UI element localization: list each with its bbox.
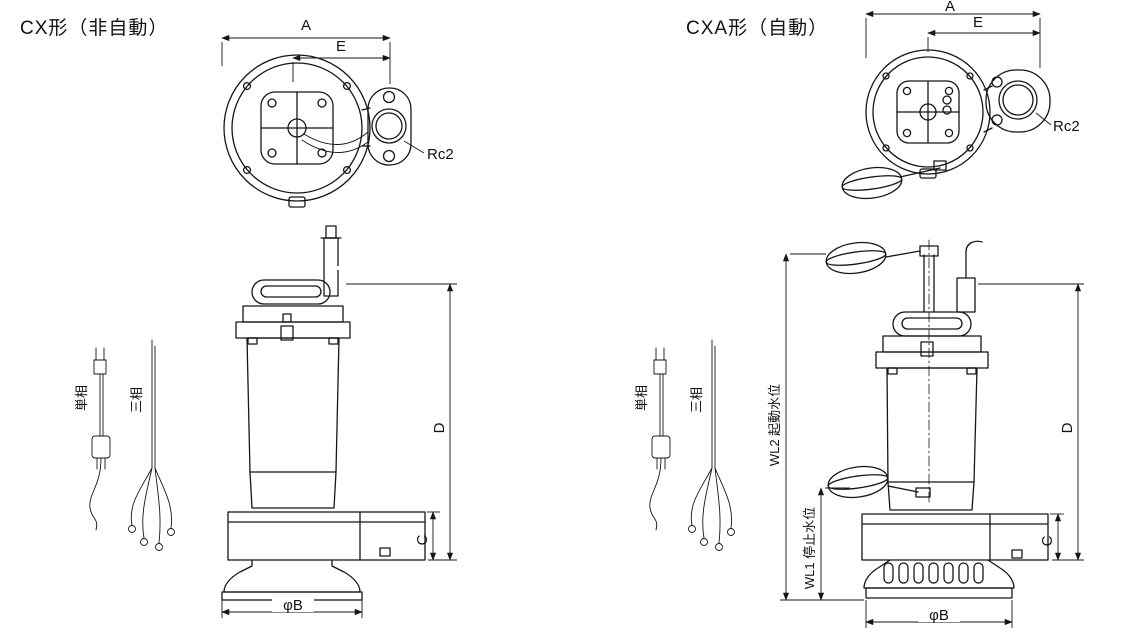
cx-top-view xyxy=(223,54,412,208)
cxa-dim-c-label: C xyxy=(1039,535,1056,546)
cxa-top-view xyxy=(841,49,1051,200)
cx-dim-e-label: E xyxy=(336,38,346,55)
cxa-wl1-label: WL1 停止水位 xyxy=(802,507,817,589)
cxa-cable-single-label: 単相 xyxy=(634,385,649,411)
cx-pump-casing xyxy=(227,511,426,561)
cxa-side-dims: WL2 起動水位 WL1 停止水位 D C φB xyxy=(767,253,1084,628)
cxa-rc2-label: Rc2 xyxy=(1053,118,1080,135)
cx-title: CX形（非自動） xyxy=(20,17,168,39)
cxa-side-view xyxy=(825,239,1049,599)
cxa-pump-casing xyxy=(861,513,1049,561)
cxa-dim-e-label: E xyxy=(973,14,983,31)
cx-dim-a-label: A xyxy=(301,17,311,34)
cxa-top-dims: A E Rc2 xyxy=(865,0,1080,135)
cxa-dim-d-label: D xyxy=(1059,422,1076,433)
cx-side-dims: D C φB xyxy=(221,283,457,618)
cxa-cable-three-label: 三相 xyxy=(689,387,704,413)
cx-side-view xyxy=(221,225,426,601)
cxa-cables xyxy=(649,339,735,551)
cx-cable-single-label: 単相 xyxy=(74,385,89,411)
cxa-title: CXA形（自動） xyxy=(686,17,828,39)
cxa-wl2-label: WL2 起動水位 xyxy=(767,384,782,466)
cx-top-dims: A E Rc2 xyxy=(221,17,454,163)
cx-discharge-flange xyxy=(367,87,412,166)
cx-cables xyxy=(89,339,175,551)
cx-rc2-label: Rc2 xyxy=(427,146,454,163)
cx-dim-d-label: D xyxy=(431,422,448,433)
cx-dim-b-label: φB xyxy=(283,597,303,614)
cx-handle xyxy=(251,279,331,305)
cx-cable-three-label: 三相 xyxy=(129,387,144,413)
cxa-discharge-flange xyxy=(985,69,1051,133)
cxa-dim-a-label: A xyxy=(945,0,955,15)
cxa-dim-b-label: φB xyxy=(929,607,949,624)
cx-dim-c-label: C xyxy=(414,534,431,545)
